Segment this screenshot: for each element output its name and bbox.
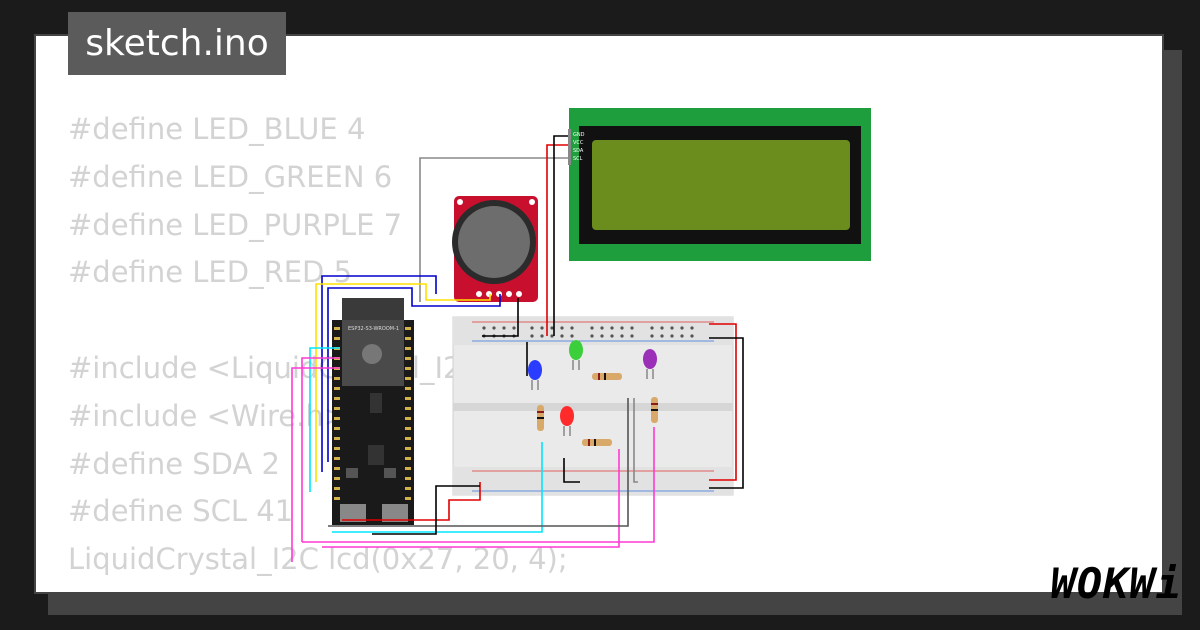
resistor[interactable]	[582, 439, 612, 446]
preview-card: #define LED_BLUE 4 #define LED_GREEN 6 #de…	[34, 34, 1164, 594]
code-line: #define SCL 41	[68, 494, 294, 529]
code-line: #define LED_PURPLE 7	[68, 207, 403, 242]
esp32-board[interactable]: ESP32-S3-WROOM-1	[332, 298, 414, 525]
led-red[interactable]	[560, 406, 574, 436]
wokwi-logo: WOKWi	[1050, 559, 1182, 608]
code-line: #include <Wire.h>	[68, 398, 349, 433]
code-line: #define SDA 2	[68, 446, 280, 481]
lcd-screen	[592, 140, 850, 230]
code-line: #define LED_BLUE 4	[68, 112, 366, 146]
lcd-pin-label: SCL	[573, 156, 583, 162]
lcd-display[interactable]: GND VCC SDA SCL	[568, 108, 871, 261]
led-green[interactable]	[569, 340, 583, 370]
joystick-module[interactable]	[452, 196, 538, 302]
resistor[interactable]	[651, 397, 658, 423]
esp32-label: ESP32-S3-WROOM-1	[348, 326, 399, 332]
circuit-diagram: GND VCC SDA SCL	[291, 108, 871, 562]
led-purple[interactable]	[643, 349, 657, 379]
resistor[interactable]	[592, 373, 622, 380]
breadboard[interactable]	[452, 316, 734, 496]
resistor[interactable]	[537, 405, 544, 431]
esp32-pins	[334, 327, 411, 500]
code-line: #define LED_GREEN 6	[68, 159, 393, 194]
lcd-pin-label: SDA	[573, 148, 584, 154]
code-line: LiquidCrystal_I2C lcd(0x27, 20, 4);	[68, 542, 568, 577]
lcd-pins: GND VCC SDA SCL	[568, 129, 585, 165]
lcd-pin-label: GND	[573, 132, 585, 138]
wires	[291, 135, 744, 562]
lcd-pin-label: VCC	[573, 140, 584, 146]
file-title: sketch.ino	[68, 12, 286, 75]
led-blue[interactable]	[528, 360, 542, 390]
code-line: #define LED_RED 5	[68, 255, 353, 290]
